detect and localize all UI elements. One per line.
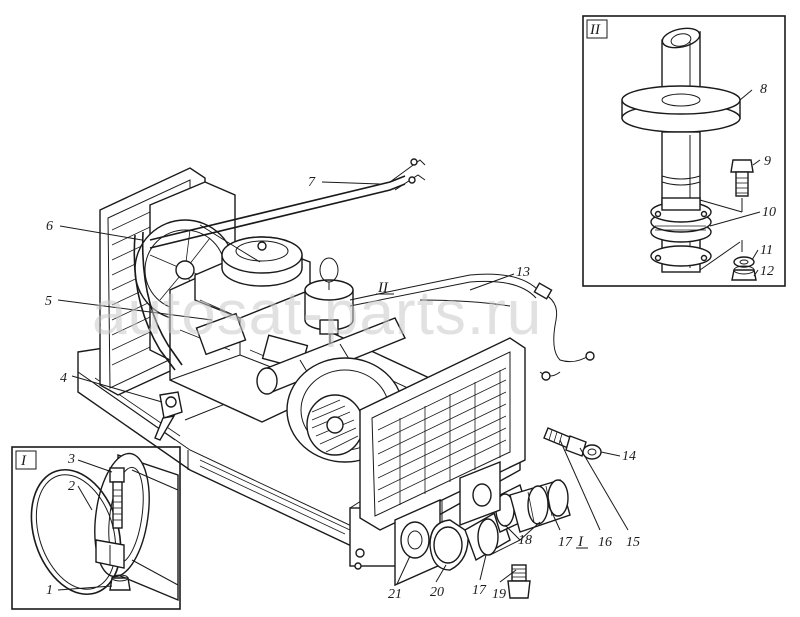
elbow <box>429 519 469 571</box>
callout-3: 3 <box>67 452 75 467</box>
detail-view-II: II <box>582 15 786 287</box>
clamp-housing <box>95 539 125 569</box>
air-filter <box>221 236 303 287</box>
marker-I: I <box>577 534 584 550</box>
detail-label-I: I <box>20 453 27 469</box>
callout-4: 4 <box>60 371 67 386</box>
fuel-lines <box>349 273 595 381</box>
pipe-assembly <box>149 158 426 249</box>
callout-19: 19 <box>492 587 506 602</box>
marker-II: II <box>377 280 389 296</box>
callout-5: 5 <box>45 294 52 309</box>
callout-21: 21 <box>388 587 402 602</box>
bolt-9 <box>730 159 754 212</box>
callout-11: 11 <box>760 243 773 258</box>
callout-2: 2 <box>68 479 75 494</box>
hose-end <box>94 452 179 602</box>
callout-7: 7 <box>308 175 316 190</box>
callout-13: 13 <box>516 265 530 280</box>
leader-lines <box>57 89 761 591</box>
nut-12 <box>731 265 757 281</box>
callout-15: 15 <box>626 535 640 550</box>
callout-17-right: 17 <box>558 535 573 550</box>
washer-11 <box>733 256 755 268</box>
callout-16: 16 <box>598 535 612 550</box>
pipe-and-clamps <box>459 460 571 562</box>
flange-disc <box>621 85 741 133</box>
detail-view-I: I <box>11 446 181 610</box>
main-assembly <box>77 158 602 599</box>
clamp-17 <box>477 518 499 556</box>
fittings <box>543 427 602 460</box>
callout-9: 9 <box>764 154 771 169</box>
hoses <box>133 224 261 371</box>
callout-labels: 1 2 3 4 5 6 7 8 9 10 11 12 13 14 15 16 1… <box>45 82 776 602</box>
drain-plug <box>507 564 531 599</box>
callout-6: 6 <box>46 219 53 234</box>
watermark-text: autosat-parts.ru <box>92 279 542 348</box>
view-markers: II I <box>376 280 588 550</box>
callout-12: 12 <box>760 264 774 279</box>
callout-20: 20 <box>430 585 444 600</box>
gasket-flange-10 <box>650 197 712 267</box>
exhaust-tube <box>256 317 406 395</box>
oil-cooler <box>359 337 526 531</box>
callout-8: 8 <box>760 82 767 97</box>
oil-filter <box>304 257 354 335</box>
callout-17-bottom: 17 <box>472 583 487 598</box>
detail-label-II: II <box>589 22 601 38</box>
callout-14: 14 <box>622 449 636 464</box>
clamp-screw-3 <box>109 467 125 529</box>
callout-10: 10 <box>762 205 776 220</box>
drain-outlet <box>154 391 183 441</box>
callout-18: 18 <box>518 533 532 548</box>
callout-1: 1 <box>46 583 53 598</box>
